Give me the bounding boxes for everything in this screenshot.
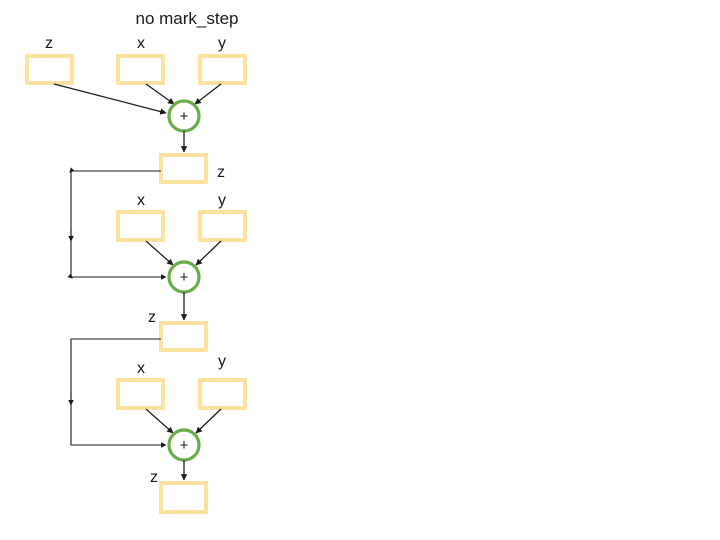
edge-y1-to-add1 bbox=[194, 83, 222, 105]
tensor-box-x2[interactable] bbox=[116, 210, 165, 242]
tensor-label-x2: x bbox=[137, 192, 145, 209]
tensor-label-y2: y bbox=[218, 192, 226, 209]
op-symbol-add-3: + bbox=[180, 437, 189, 454]
tensor-label-z0: z bbox=[45, 35, 53, 52]
edge-y3-to-add3 bbox=[195, 408, 222, 434]
step-3-group: x y + z bbox=[68, 338, 247, 514]
tensor-label-x3: x bbox=[137, 360, 145, 377]
tensor-box-y2[interactable] bbox=[198, 210, 247, 242]
tensor-box-x3[interactable] bbox=[116, 378, 165, 410]
step-2-group: x y + z bbox=[67, 167, 247, 352]
tensor-label-y1: y bbox=[218, 35, 226, 52]
edge-y2-to-add2 bbox=[195, 240, 222, 266]
tensor-box-y1[interactable] bbox=[198, 54, 247, 85]
tensor-label-z2: z bbox=[148, 309, 156, 326]
tensor-box-x1[interactable] bbox=[116, 54, 165, 85]
tensor-label-y3: y bbox=[218, 353, 226, 370]
op-symbol-add-2: + bbox=[180, 269, 189, 286]
tensor-box-z2[interactable] bbox=[159, 321, 208, 352]
step-1-group: z x y + z bbox=[25, 35, 247, 184]
tensor-box-y3[interactable] bbox=[198, 378, 247, 410]
edge-x3-to-add3 bbox=[145, 408, 174, 434]
edge-z0-to-add1 bbox=[53, 83, 167, 115]
tensor-label-x1: x bbox=[137, 35, 145, 52]
page-title: no mark_step bbox=[136, 9, 239, 28]
tensor-label-z3: z bbox=[150, 469, 158, 486]
edge-z1-to-add2 bbox=[67, 167, 167, 280]
op-symbol-add-1: + bbox=[180, 108, 189, 125]
edge-x2-to-add2 bbox=[145, 240, 174, 266]
tensor-label-z1: z bbox=[217, 164, 225, 181]
tensor-box-z1[interactable] bbox=[159, 153, 208, 184]
tensor-box-z3[interactable] bbox=[159, 481, 208, 514]
edge-x1-to-add1 bbox=[145, 83, 175, 105]
tensor-box-z0[interactable] bbox=[25, 54, 74, 85]
